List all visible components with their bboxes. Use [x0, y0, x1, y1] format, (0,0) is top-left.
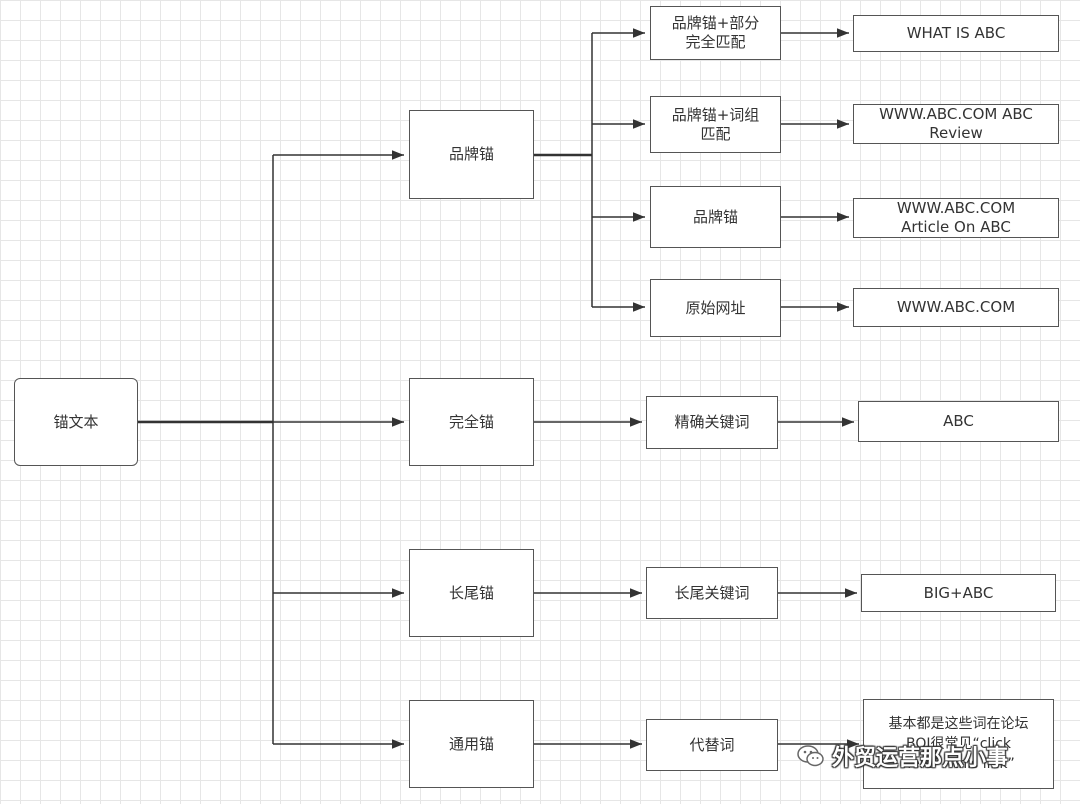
node-raw-url: 原始网址 — [650, 279, 781, 337]
node-brand-only-label: 品牌锚 — [692, 207, 738, 226]
node-brand-phrase: 品牌锚+词组 匹配 — [650, 96, 781, 153]
node-exact-kw-label: 精确关键词 — [674, 413, 750, 431]
node-root-label: 锚文本 — [53, 412, 99, 431]
node-generic: 通用锚 — [409, 700, 534, 788]
example-phrase-text: WWW.ABC.COM ABC Review — [879, 105, 1033, 142]
node-brand-only: 品牌锚 — [650, 186, 781, 248]
example-generic-text: 基本都是这些词在论坛 BOI很常见“click here” “this link… — [888, 716, 1029, 772]
example-phrase: WWW.ABC.COM ABC Review — [853, 104, 1059, 144]
node-exact: 完全锚 — [409, 378, 534, 466]
node-longtail-label: 长尾锚 — [448, 583, 494, 602]
wechat-icon — [797, 745, 824, 767]
node-brand: 品牌锚 — [409, 110, 534, 199]
node-exact-kw: 精确关键词 — [646, 396, 778, 449]
node-longtail: 长尾锚 — [409, 549, 534, 637]
node-longtail-kw: 长尾关键词 — [646, 567, 778, 619]
node-root: 锚文本 — [14, 378, 138, 466]
example-partial-text: WHAT IS ABC — [906, 24, 1006, 42]
node-brand-partial: 品牌锚+部分 完全匹配 — [650, 6, 781, 60]
node-brand-phrase-label: 品牌锚+词组 匹配 — [671, 105, 760, 143]
watermark: 外贸运营那点小事 — [796, 736, 1056, 776]
node-brand-partial-label: 品牌锚+部分 完全匹配 — [671, 14, 760, 51]
node-longtail-kw-label: 长尾关键词 — [674, 583, 750, 602]
example-exact-text: ABC — [943, 412, 974, 430]
example-longtail: BIG+ABC — [861, 574, 1056, 612]
example-brand-text: WWW.ABC.COM Article On ABC — [896, 199, 1016, 236]
node-raw-url-label: 原始网址 — [685, 298, 746, 317]
node-brand-label: 品牌锚 — [448, 145, 494, 163]
node-exact-label: 完全锚 — [448, 412, 494, 431]
node-substitute: 代替词 — [646, 719, 778, 771]
example-url-text: WWW.ABC.COM — [896, 298, 1016, 316]
example-exact: ABC — [858, 401, 1059, 442]
example-partial: WHAT IS ABC — [853, 15, 1059, 52]
node-generic-label: 通用锚 — [448, 734, 494, 753]
example-url: WWW.ABC.COM — [853, 288, 1059, 327]
example-generic: 基本都是这些词在论坛 BOI很常见“click here” “this link… — [863, 699, 1054, 789]
node-substitute-label: 代替词 — [689, 735, 735, 754]
example-longtail-text: BIG+ABC — [923, 583, 994, 602]
watermark-text: 外贸运营那点小事 — [832, 746, 1009, 771]
example-brand: WWW.ABC.COM Article On ABC — [853, 198, 1059, 238]
